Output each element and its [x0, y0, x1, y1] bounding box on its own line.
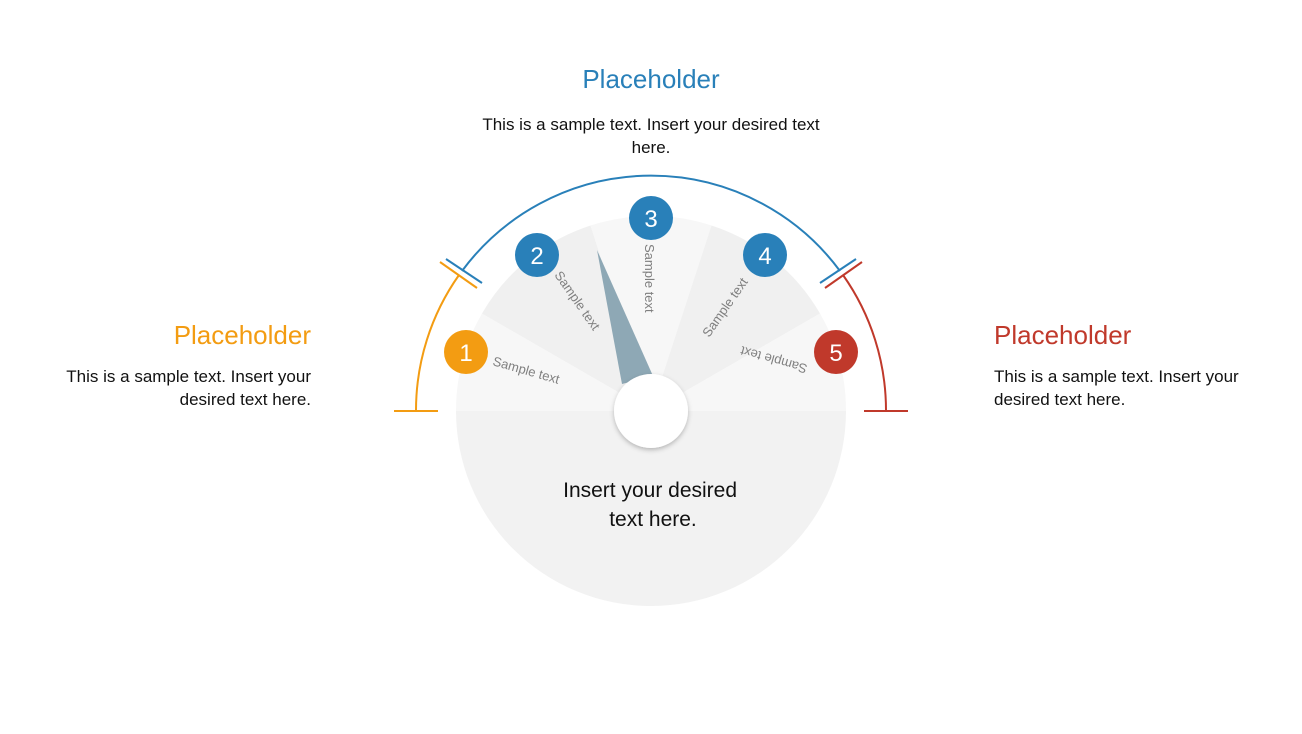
- left-placeholder-description: This is a sample text. Insert your desir…: [66, 367, 311, 409]
- right-placeholder-title: Placeholder: [994, 320, 1132, 350]
- segment-1-badge: 1: [444, 330, 488, 374]
- right-placeholder-description: This is a sample text. Insert your desir…: [994, 367, 1239, 409]
- segment-5-badge: 5: [814, 330, 858, 374]
- center-text-line-2: text here.: [609, 508, 697, 531]
- gauge-base-disc: [456, 411, 846, 606]
- segment-5-number: 5: [829, 340, 842, 367]
- center-text: Insert your desired text here.: [563, 479, 743, 531]
- segment-2-number: 2: [530, 243, 543, 270]
- segment-2-badge: 2: [515, 233, 559, 277]
- segment-3-badge: 3: [629, 196, 673, 240]
- gauge-sector-5: [651, 313, 847, 411]
- segment-1-number: 1: [459, 340, 472, 367]
- left-range-arc: [414, 274, 460, 412]
- right-range-start-tick: [824, 261, 863, 289]
- top-placeholder-title: Placeholder: [582, 64, 720, 94]
- top-range-left-tick: [445, 258, 483, 284]
- gauge-hub: [614, 374, 688, 448]
- segment-4-number: 4: [758, 243, 771, 270]
- segment-3-number: 3: [644, 206, 657, 233]
- gauge-sector-3: [590, 215, 712, 411]
- top-placeholder-description: This is a sample text. Insert your desir…: [482, 115, 820, 157]
- needle-pointer-icon: [597, 250, 653, 384]
- segment-4-badge: 4: [743, 233, 787, 277]
- top-range-arc: [461, 174, 841, 272]
- top-range-right-tick: [819, 258, 857, 284]
- left-range-start-tick: [439, 261, 478, 289]
- gauge-sector-1: [455, 313, 651, 411]
- center-text-line-1: Insert your desired: [563, 479, 737, 502]
- right-range-arc: [842, 274, 888, 412]
- segment-3-label: Sample text: [642, 244, 657, 313]
- left-placeholder-title: Placeholder: [173, 320, 311, 350]
